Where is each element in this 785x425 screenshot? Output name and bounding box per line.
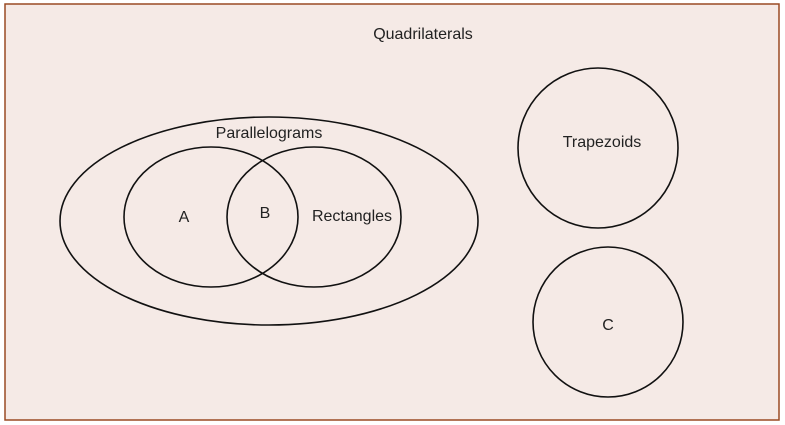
parallelograms-label: Parallelograms bbox=[216, 125, 323, 142]
rectangles-label: Rectangles bbox=[312, 208, 392, 225]
rectangles-circle bbox=[226, 146, 402, 288]
parallelograms-ellipse bbox=[59, 116, 479, 326]
trapezoids-circle bbox=[517, 67, 679, 229]
trapezoids-label: Trapezoids bbox=[563, 134, 642, 151]
region-a-label: A bbox=[179, 209, 190, 226]
quadrilaterals-label: Quadrilaterals bbox=[373, 26, 473, 43]
set-c-circle bbox=[532, 246, 684, 398]
set-a-circle bbox=[123, 146, 299, 288]
region-c-label: C bbox=[602, 317, 614, 334]
region-b-label: B bbox=[260, 205, 271, 222]
quadrilaterals-universe-box bbox=[4, 3, 780, 421]
